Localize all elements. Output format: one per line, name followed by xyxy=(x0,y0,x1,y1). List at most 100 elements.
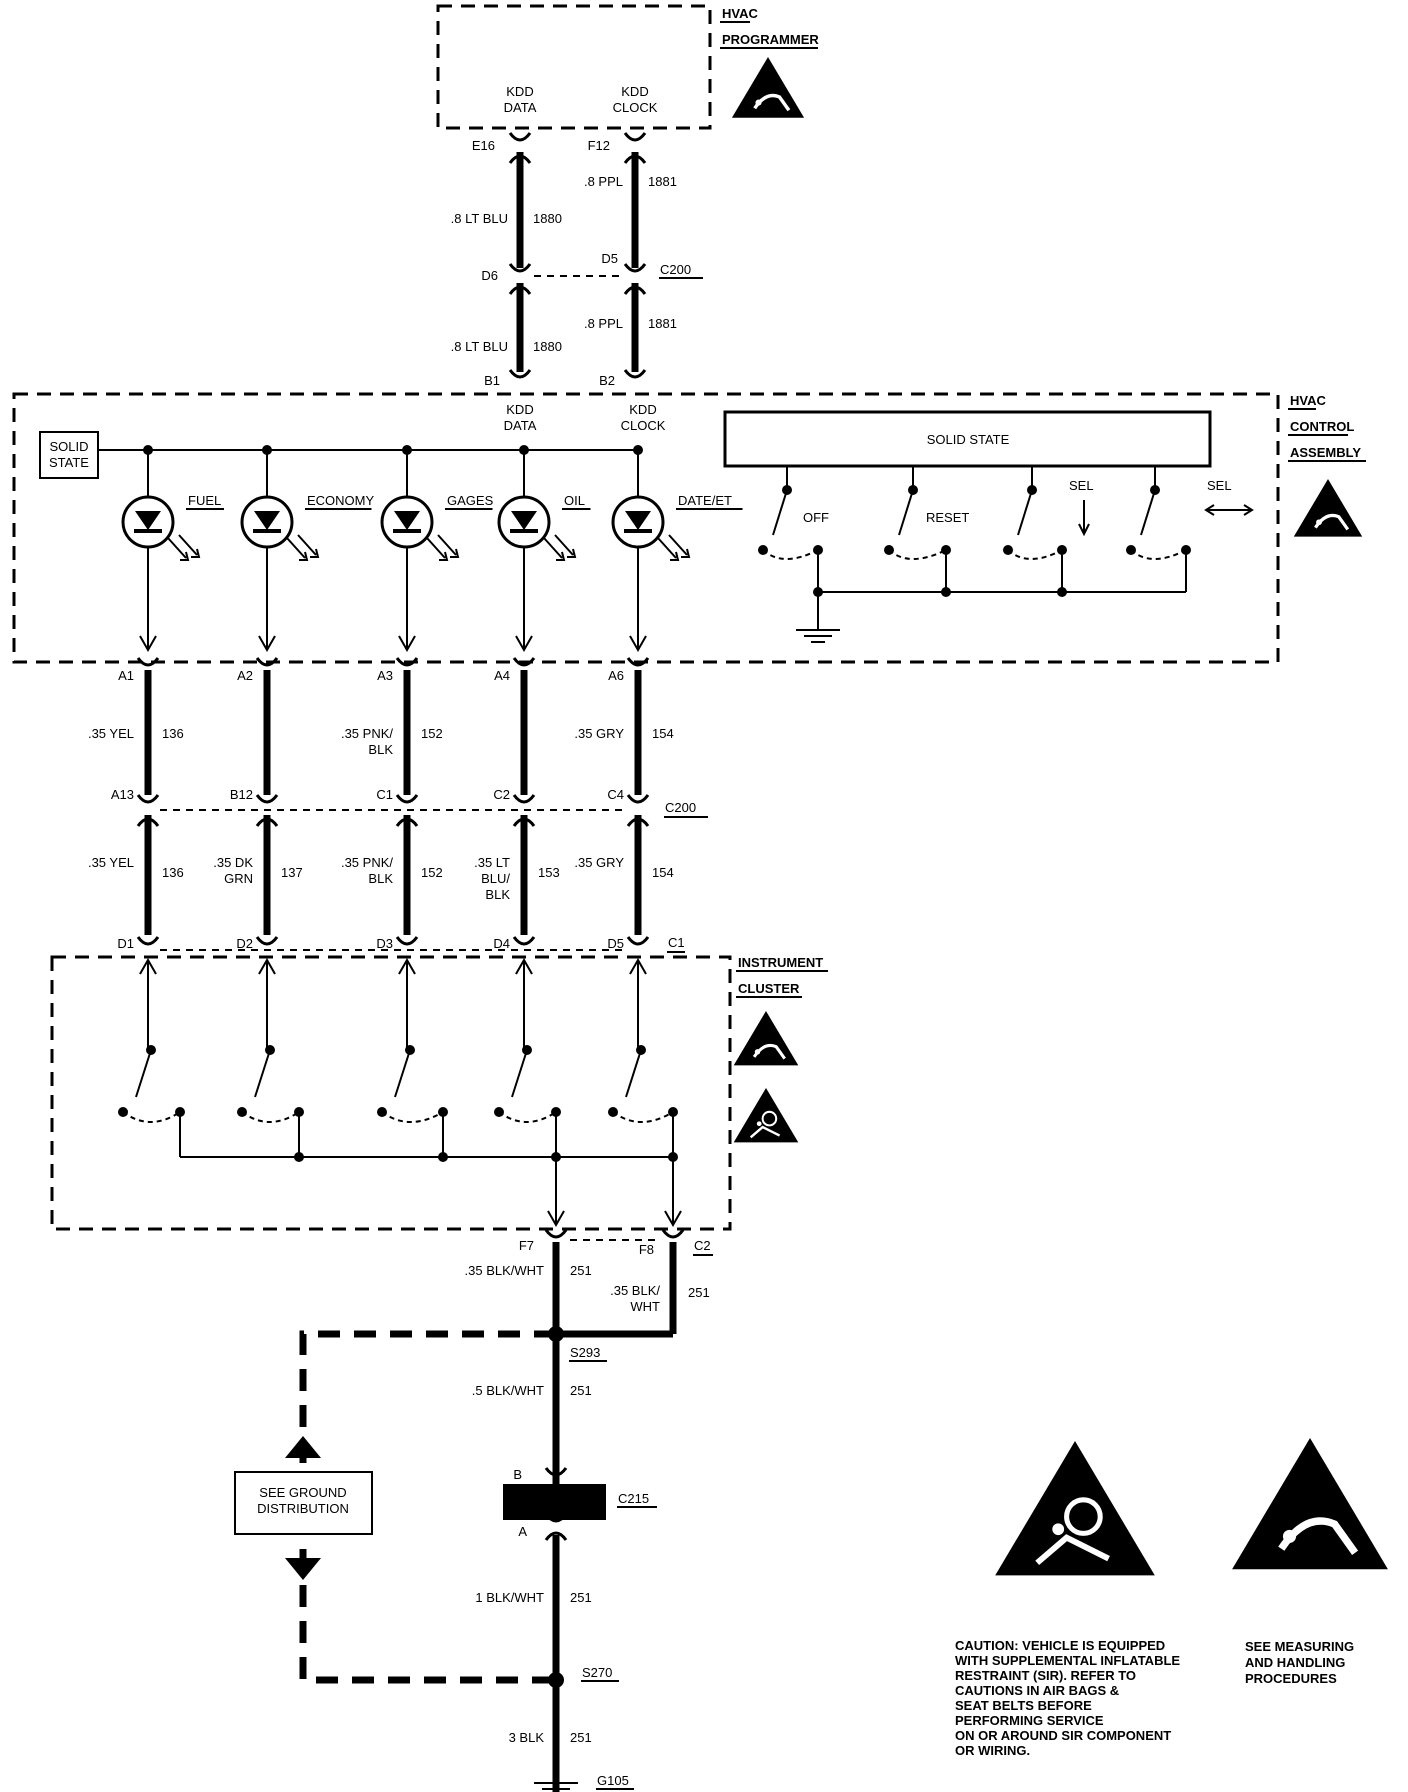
connector-cavity xyxy=(512,936,536,946)
pin-id-d6: D6 xyxy=(481,268,498,283)
connector-cavity xyxy=(136,657,160,667)
arrow-down-icon xyxy=(547,1210,565,1228)
switch-blade xyxy=(394,1049,411,1098)
wire-gauge-label: .35 BLK/WHT xyxy=(465,1263,545,1278)
wire-gauge-label: GRN xyxy=(224,871,253,886)
component-name-hvac-control: ASSEMBLY xyxy=(1290,445,1361,460)
circuit-number: 251 xyxy=(570,1263,592,1278)
esd-warning-icon xyxy=(733,1011,799,1066)
circuit-number: 1881 xyxy=(648,174,677,189)
switch-blade xyxy=(772,489,788,536)
arrow-down-icon xyxy=(515,635,533,653)
arrow-down-icon xyxy=(139,635,157,653)
switch-blade xyxy=(1140,489,1156,536)
connector-cavity xyxy=(661,1229,685,1239)
connector-cavity xyxy=(508,132,532,142)
connector-cavity xyxy=(623,132,647,142)
esd-triangle xyxy=(1293,479,1363,537)
indicator-label-economy: ECONOMY xyxy=(307,493,375,508)
connector-cavity xyxy=(512,794,536,804)
momentary-switch xyxy=(758,466,823,592)
light-ray-heads xyxy=(556,548,577,561)
connector-c215 xyxy=(503,1484,606,1520)
cluster-switch xyxy=(237,960,304,1123)
light-rays xyxy=(167,534,198,559)
hvac-programmer-box xyxy=(436,4,712,130)
circuit-number: 137 xyxy=(281,865,303,880)
pin-id-d2: D2 xyxy=(236,936,253,951)
sir-airbag xyxy=(1064,1497,1103,1536)
led-diode xyxy=(625,511,651,530)
sir-occupant xyxy=(1035,1534,1110,1566)
esd-warning-icon xyxy=(731,57,805,118)
pin-id-f7: F7 xyxy=(519,1238,534,1253)
switch-actuator xyxy=(1007,549,1063,560)
sir-airbag-icon xyxy=(733,1088,799,1143)
led-icon xyxy=(497,450,577,650)
caution-note: CAUTION: VEHICLE IS EQUIPPED xyxy=(955,1638,1165,1653)
indicator-label-oil: OIL xyxy=(564,493,585,508)
see-ground-box xyxy=(234,1471,373,1535)
light-ray-heads xyxy=(439,548,460,561)
switch-actuator xyxy=(241,1111,300,1123)
esd-triangle xyxy=(733,1011,799,1066)
esd-finger xyxy=(1316,519,1322,526)
component-name-hvac-programmer: HVAC xyxy=(722,6,758,21)
junction-dot xyxy=(438,1152,448,1162)
switch-actuator xyxy=(381,1111,444,1123)
circuit-number: 136 xyxy=(162,726,184,741)
caution-note: ON OR AROUND SIR COMPONENT xyxy=(955,1728,1171,1743)
circuit-number: 154 xyxy=(652,865,674,880)
led-icon xyxy=(121,450,201,650)
pin-id-c4: C4 xyxy=(607,787,624,802)
solid-state-module xyxy=(723,410,1212,468)
component-name-hvac-programmer: PROGRAMMER xyxy=(722,32,819,47)
caution-note: CAUTIONS IN AIR BAGS & xyxy=(955,1683,1119,1698)
circuit-number: 1881 xyxy=(648,316,677,331)
connector-cavity xyxy=(626,936,650,946)
led-icon xyxy=(240,450,320,650)
esd-note: AND HANDLING xyxy=(1245,1655,1345,1670)
arrow-up-icon xyxy=(139,957,157,975)
circuit-number: 251 xyxy=(570,1730,592,1745)
switch-blade xyxy=(511,1049,528,1098)
pin-id-a13: A13 xyxy=(111,787,134,802)
wire-gauge-label: WHT xyxy=(630,1299,660,1314)
solid-state-label: STATE xyxy=(49,455,89,470)
arrow-up-icon xyxy=(398,957,416,975)
wire-gauge-label: .35 GRY xyxy=(574,855,624,870)
wire-gauge-label: 1 BLK/WHT xyxy=(475,1590,544,1605)
arrow-up-icon xyxy=(515,957,533,975)
arrow-up-icon xyxy=(285,1436,321,1458)
connector-cavity xyxy=(395,794,419,804)
connector-cavity xyxy=(544,1229,568,1239)
pin-function-label: CLOCK xyxy=(621,418,666,433)
circuit-number: 251 xyxy=(688,1285,710,1300)
caution-note: RESTRAINT (SIR). REFER TO xyxy=(955,1668,1136,1683)
connector-terminal xyxy=(544,1531,568,1541)
cluster-switch xyxy=(377,960,448,1123)
switch-actuator xyxy=(498,1111,557,1123)
pin-id-c1: C1 xyxy=(376,787,393,802)
esd-finger xyxy=(755,99,762,106)
pin-id-d1: D1 xyxy=(117,936,134,951)
pin-id-a1: A1 xyxy=(118,668,134,683)
light-rays xyxy=(286,534,317,559)
ground-symbol-icon xyxy=(796,616,840,643)
connector-cavity xyxy=(626,794,650,804)
momentary-switch xyxy=(1126,466,1191,592)
momentary-switch xyxy=(884,466,951,592)
wire-gauge-label: .8 PPL xyxy=(584,174,623,189)
connector-cavity xyxy=(255,657,279,667)
ground-label-g105: G105 xyxy=(597,1773,629,1788)
switch-label-reset: RESET xyxy=(926,510,969,525)
sir-head xyxy=(1052,1523,1065,1536)
connector-cavity xyxy=(255,794,279,804)
switch-label-sel: SEL xyxy=(1069,478,1094,493)
pin-id-e16: E16 xyxy=(472,138,495,153)
pin-id-a6: A6 xyxy=(608,668,624,683)
esd-finger xyxy=(1282,1529,1297,1543)
see-ground-label: DISTRIBUTION xyxy=(257,1501,349,1516)
ground-distribution-path xyxy=(299,1330,556,1684)
double-arrow-icon xyxy=(1204,504,1254,516)
